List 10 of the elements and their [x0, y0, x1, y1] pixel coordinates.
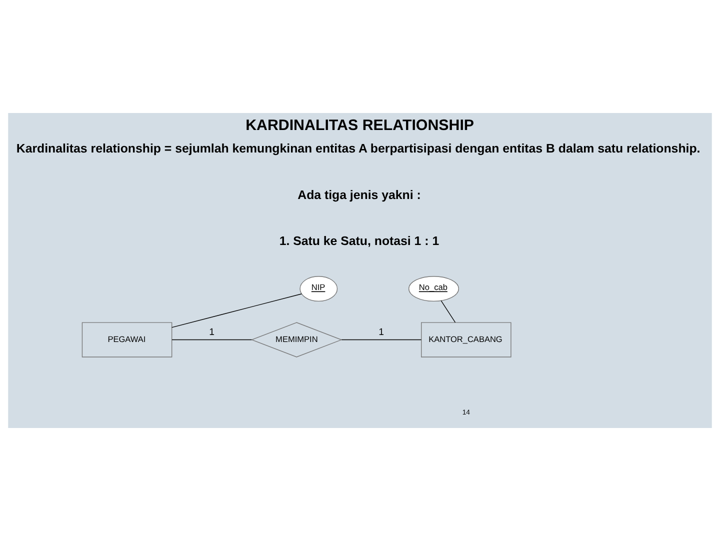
label: 1. Satu ke Satu, notasi 1 : 1: [279, 233, 440, 248]
connector: [341, 338, 422, 340]
label: Kardinalitas relationship = sejumlah kemungkinan entitas A berpartisipasi dengan entitas B dalam satu relationship.: [16, 141, 700, 156]
edge-label: 1: [209, 326, 214, 338]
connector: [172, 293, 302, 328]
connector: [172, 338, 252, 340]
diagram-title: KARDINALITAS RELATIONSHIP: [246, 116, 474, 134]
connector: [440, 300, 456, 322]
label: Ada tiga jenis yakni :: [298, 187, 421, 202]
edge-label: 1: [378, 326, 384, 338]
